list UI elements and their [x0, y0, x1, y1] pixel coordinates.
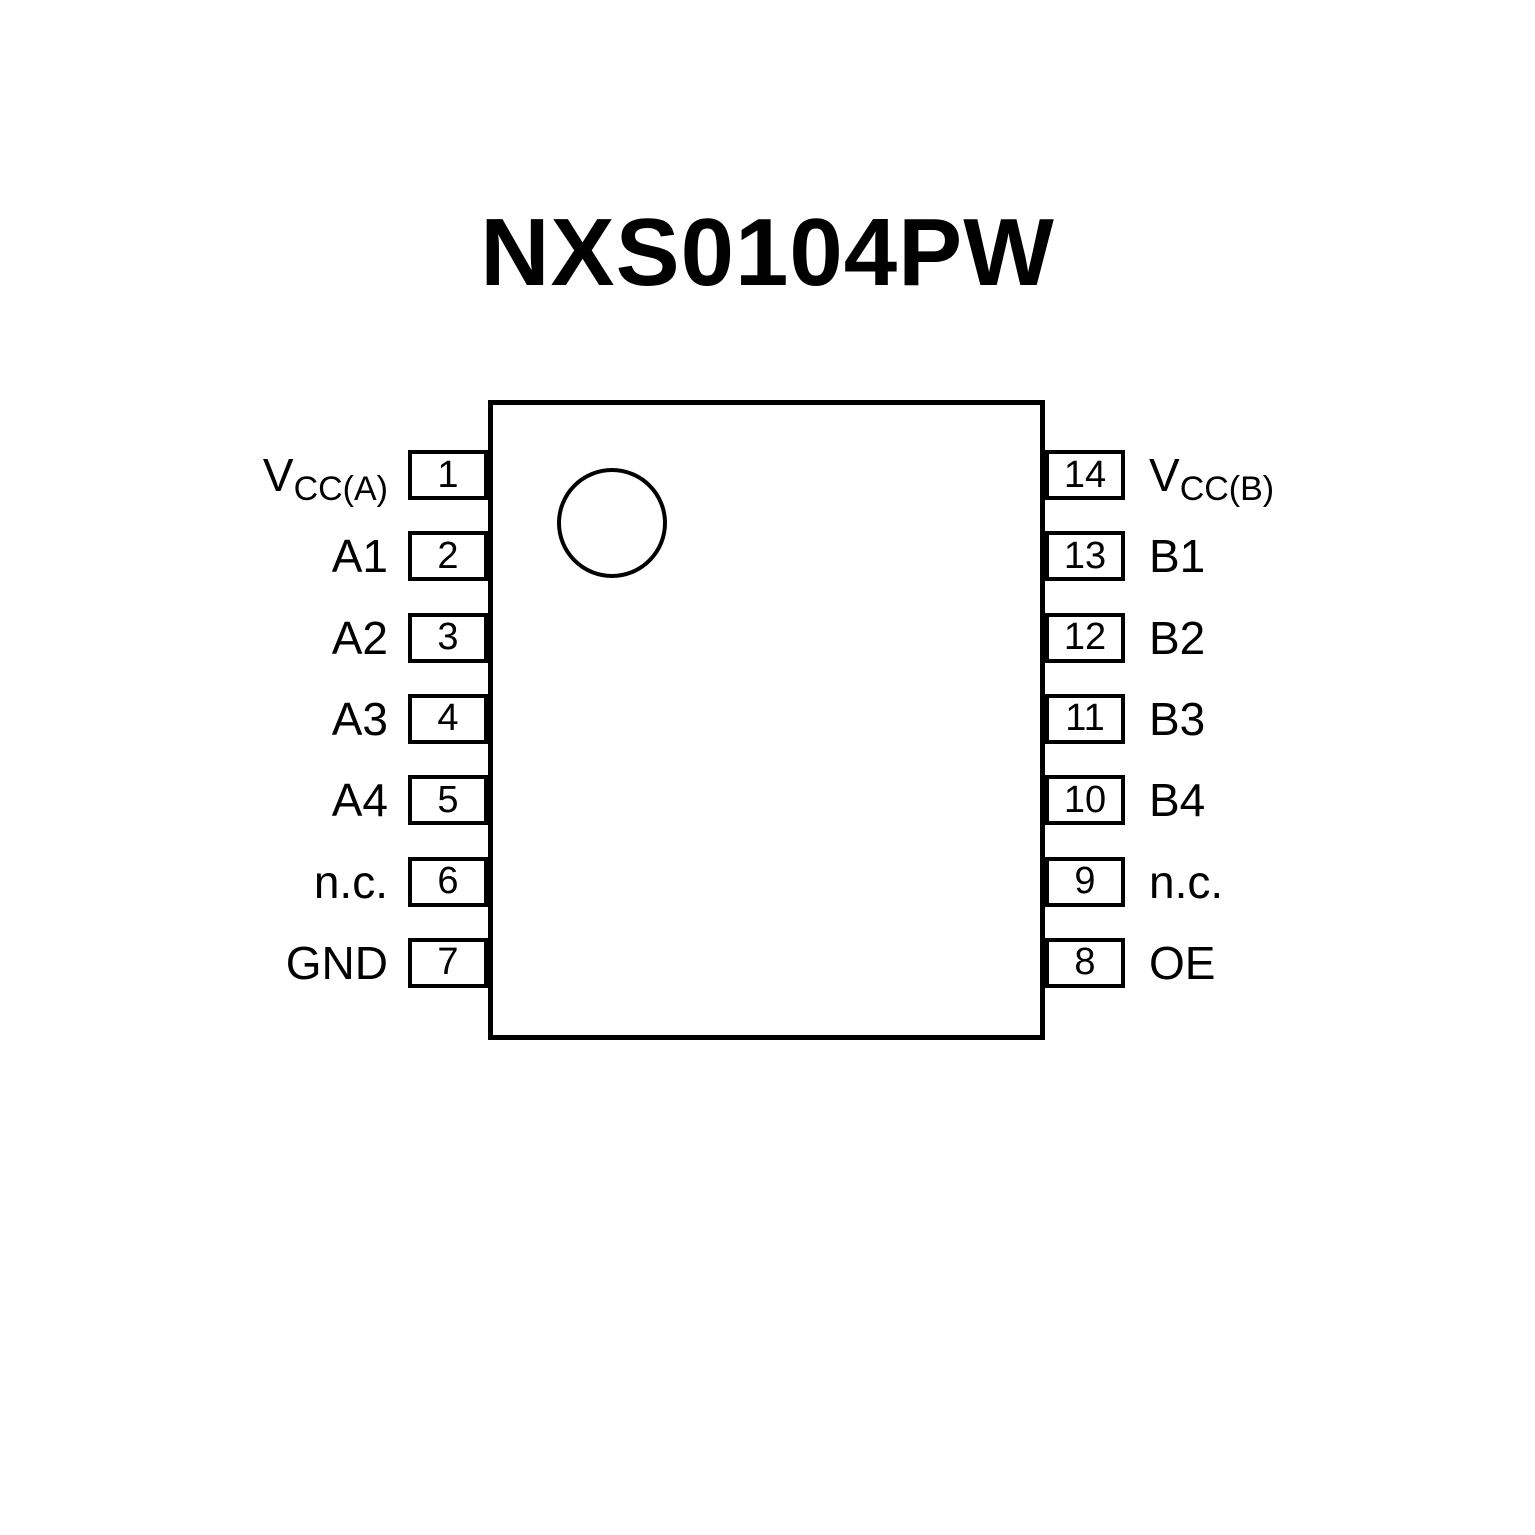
pin-number-box: 14 [1045, 450, 1125, 500]
pin-label: VCC(A) [262, 449, 388, 506]
pin-row: n.c. 6 [90, 855, 488, 908]
pin-number-box: 13 [1045, 531, 1125, 582]
pin-row: 8 OE [1045, 936, 1465, 989]
pin-label-main: V [262, 449, 294, 501]
pin-row: 12 B2 [1045, 611, 1465, 664]
pin-number-box: 10 [1045, 775, 1125, 826]
pin-label: A1 [331, 530, 388, 583]
pin-label-subscript: CC(A) [293, 470, 388, 508]
pin-number-box: 8 [1045, 937, 1125, 988]
pin-number-box: 5 [408, 775, 488, 826]
pin-label-main: V [1149, 449, 1180, 501]
pin-row: GND 7 [90, 936, 488, 989]
pin-label: OE [1149, 936, 1216, 989]
pin-number-box: 4 [408, 693, 488, 744]
pin-number-box: 11 [1045, 693, 1125, 744]
pin-row: 13 B1 [1045, 530, 1465, 583]
pin-label: VCC(B) [1149, 449, 1274, 506]
pin-row: 9 n.c. [1045, 855, 1465, 908]
pin-number-box: 9 [1045, 856, 1125, 907]
pin-label: A2 [331, 611, 388, 664]
pin-number-box: 7 [408, 937, 488, 988]
pin-label: B4 [1149, 774, 1206, 827]
pin-label: B2 [1149, 611, 1206, 664]
pin-row: 14 VCC(B) [1045, 449, 1465, 506]
pin-label: n.c. [313, 855, 388, 908]
pin-label: A4 [331, 774, 388, 827]
pin-row: 11 B3 [1045, 692, 1465, 745]
pin-number-box: 3 [408, 612, 488, 663]
pin-number-box: 2 [408, 531, 488, 582]
pin-row: A4 5 [90, 774, 488, 827]
pin-label: B3 [1149, 692, 1206, 745]
pin-label: B1 [1149, 530, 1206, 583]
pin-row: 10 B4 [1045, 774, 1465, 827]
pin-row: A3 4 [90, 692, 488, 745]
pin-label-subscript: CC(B) [1179, 470, 1275, 508]
pin-label: n.c. [1149, 855, 1224, 908]
pin-label: A3 [331, 692, 388, 745]
pin-row: A1 2 [90, 530, 488, 583]
pin-number-box: 12 [1045, 612, 1125, 663]
chip-title: NXS0104PW [480, 199, 1055, 306]
pin-row: VCC(A) 1 [90, 449, 488, 506]
pin-number-box: 6 [408, 856, 488, 907]
pin1-marker-circle [557, 468, 667, 578]
pin-label: GND [285, 936, 388, 989]
pin-row: A2 3 [90, 611, 488, 664]
pin-number-box: 1 [408, 450, 488, 500]
